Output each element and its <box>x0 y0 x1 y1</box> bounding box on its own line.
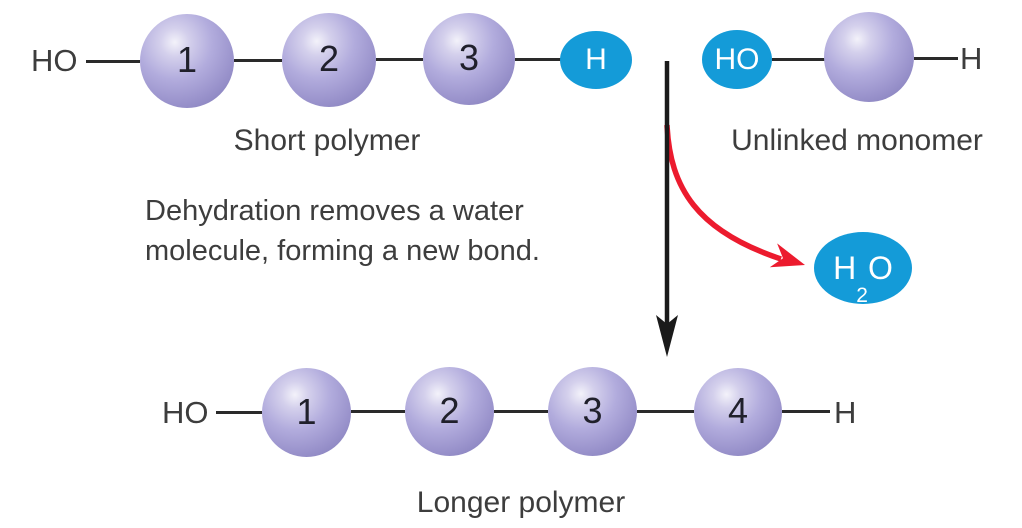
longer-polymer-hydroxyl-label: HO <box>162 395 209 430</box>
hydrogen-cap-label: H <box>585 43 607 76</box>
hydrogen-cap-ellipse: H <box>560 31 632 89</box>
bond-line <box>216 411 262 414</box>
hydroxyl-cap-label: HO <box>714 42 760 76</box>
bond-line <box>637 410 694 413</box>
water-release-red-arrow <box>664 124 805 268</box>
bond-line <box>914 57 958 60</box>
bond-line <box>351 410 405 413</box>
hydroxyl-cap-ellipse: HO <box>702 30 772 89</box>
water-h: H <box>833 250 857 286</box>
bond-line <box>782 410 830 413</box>
bond-line <box>772 58 825 61</box>
unlinked-monomer-caption: Unlinked monomer <box>731 124 983 157</box>
monomer-number: 3 <box>458 37 480 78</box>
unlinked-monomer-sphere <box>824 12 914 102</box>
monomer-sphere-2: 2 <box>405 367 494 456</box>
monomer-hydrogen-label: H <box>960 41 983 76</box>
monomer-sphere-1: 1 <box>140 14 234 108</box>
reaction-down-arrow <box>656 61 678 357</box>
monomer-sphere-1: 1 <box>262 368 351 457</box>
bond-line <box>86 60 140 63</box>
longer-polymer-hydrogen-label: H <box>834 395 857 430</box>
bond-line <box>494 410 548 413</box>
reaction-description-line1: Dehydration removes a water <box>145 195 524 227</box>
monomer-number: 1 <box>296 390 317 432</box>
short-polymer-caption: Short polymer <box>233 124 421 157</box>
water-subscript: 2 <box>856 284 868 307</box>
monomer-number: 3 <box>582 389 603 431</box>
bond-line <box>234 59 282 62</box>
monomer-number: 2 <box>318 38 340 79</box>
monomer-sphere-2: 2 <box>282 13 376 107</box>
monomer-sphere-3: 3 <box>423 13 515 105</box>
bond-line <box>515 58 561 61</box>
water-o: O <box>867 250 893 286</box>
reaction-description-line2: molecule, forming a new bond. <box>145 235 540 267</box>
monomer-number: 4 <box>727 390 749 431</box>
reaction-description: Dehydration removes a water molecule, fo… <box>145 191 540 271</box>
longer-polymer-caption: Longer polymer <box>416 486 626 519</box>
monomer-sphere-3: 3 <box>548 367 637 456</box>
bond-line <box>376 58 423 61</box>
monomer-number: 1 <box>176 39 198 80</box>
short-polymer-hydroxyl-label: HO <box>31 43 78 78</box>
monomer-number: 2 <box>439 389 460 431</box>
monomer-sphere-4: 4 <box>694 368 782 456</box>
